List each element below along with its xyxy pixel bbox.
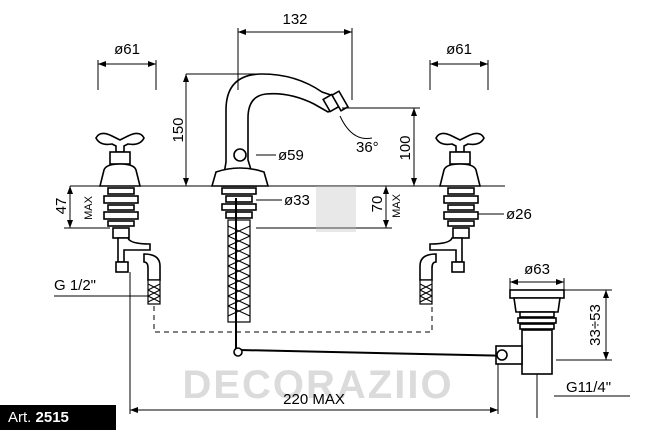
dim-shank-length-max: MAX [391,193,403,218]
article-label: Art. 2515 [0,405,116,430]
right-tap [419,132,485,305]
watermark-logo [316,186,356,232]
arrowheads [67,29,609,413]
hose-route [153,306,433,333]
dim-shank-diameter: ø33 [284,192,310,209]
dim-shank-length: 70 [369,196,386,213]
dim-inlet-thread: G 1/2" [54,277,96,294]
dim-waste-diameter: ø63 [524,261,550,278]
dim-spout-height: 150 [170,117,187,142]
dim-handle-height-max: MAX [83,195,95,220]
dim-spout-outlet-height: 100 [397,135,414,160]
dim-waste-height: 33÷53 [587,304,604,346]
waste-fitting [495,289,565,418]
article-prefix: Art. [8,409,32,426]
spout [210,73,513,357]
dim-spout-body-diameter: ø59 [278,147,304,164]
left-tap [95,132,161,305]
watermark-text: DECORAZIIO [182,363,453,407]
article-number: 2515 [35,409,69,426]
dim-spout-angle: 36° [356,139,379,156]
dim-waste-thread: G11/4" [566,379,611,396]
dim-centre-distance: 220 MAX [283,391,345,408]
dim-left-handle-diameter: ø61 [114,41,140,58]
dim-spout-reach: 132 [282,11,307,28]
dim-handle-height: 47 [53,198,70,215]
dim-right-handle-diameter: ø61 [446,41,472,58]
dim-valve-diameter: ø26 [506,206,532,223]
